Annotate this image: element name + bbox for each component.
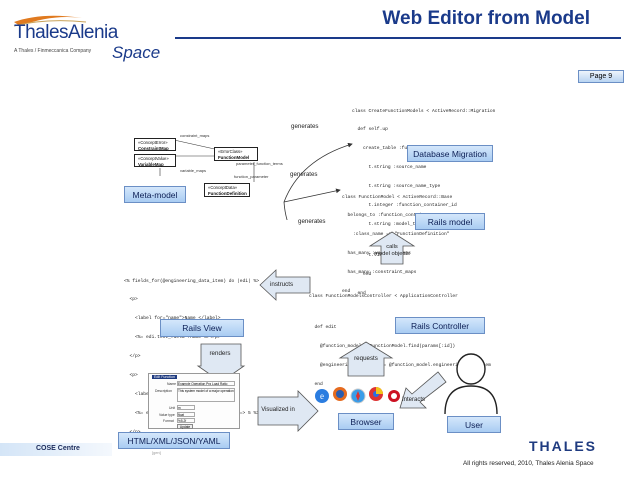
uml-variable-map: «ConceptValue»VariableMap <box>134 154 176 167</box>
form-format-label: Format <box>163 419 174 423</box>
form-name-label: Name <box>167 382 177 386</box>
page-badge: Page 9 <box>578 70 624 83</box>
browser-box: Browser <box>338 413 394 430</box>
requests-label: requests <box>354 355 378 362</box>
visualized-label: Visualized in <box>261 407 295 413</box>
requests-arrow-icon <box>338 341 394 377</box>
page-number: Page 9 <box>589 73 613 80</box>
html-formats-box: HTML/XML/JSON/YAML <box>118 432 230 449</box>
database-migration-box: Database Migration <box>407 145 493 162</box>
uml-function-model: «ErrorClass»FunctionModel <box>214 147 258 161</box>
uml-variable-maps-label: variable_maps <box>180 168 207 173</box>
thales-logo: THALES <box>529 438 597 454</box>
form-title: Edit Function <box>152 375 177 379</box>
generates-arrows-icon <box>283 142 353 220</box>
form-unit-label: Unit <box>169 406 176 410</box>
page-title: Web Editor from Model <box>382 8 590 29</box>
uml-diagram: «ConceptError»ConstraintMap «ConceptValu… <box>124 130 294 206</box>
form-format-field[interactable]: %5.2f <box>177 418 195 423</box>
interacts-label: Interacts <box>402 397 426 403</box>
form-type-field[interactable]: float <box>177 412 195 417</box>
thales-alenia-logo: ThalesAlenia A Thales / Finmeccanica Com… <box>12 14 162 74</box>
instructs-arrow-icon <box>259 269 311 301</box>
footer-band <box>0 443 112 456</box>
meta-model-box: Meta-model <box>124 186 186 203</box>
uml-parameter-terms-label: parameter_function_terms <box>236 161 283 166</box>
form-name-field[interactable]: Example Operation Prg Load Ratio <box>177 381 235 386</box>
title-divider <box>175 37 621 39</box>
calls-arrow-icon <box>368 231 416 265</box>
cose-centre: COSE Centre <box>36 445 80 452</box>
uml-function-parameter-label: function_parameter <box>234 174 269 179</box>
logo-tagline: A Thales / Finmeccanica Company <box>14 48 92 54</box>
rails-controller-box: Rails Controller <box>395 317 485 334</box>
browser-logos-icon: e <box>315 387 400 404</box>
form-update-button[interactable]: Update <box>177 424 193 429</box>
rails-model-box: Rails model <box>415 213 485 230</box>
form-unit-field[interactable]: m <box>177 405 195 410</box>
logo-line2: Space <box>112 43 161 62</box>
generates-label-3: generates <box>298 218 326 225</box>
generates-label-2: generates <box>290 171 318 178</box>
svg-text:e: e <box>320 391 324 401</box>
uml-function-definition: «ConceptData»FunctionDefinition <box>204 183 250 197</box>
form-desc-field[interactable]: This system model of a major operation <box>177 388 235 402</box>
visualized-arrow-icon <box>257 390 319 432</box>
instructs-label: instructs <box>270 281 294 288</box>
logo-swoosh-icon <box>13 15 87 27</box>
user-box: User <box>447 416 501 433</box>
renders-label: renders <box>209 350 231 357</box>
user-figure-icon <box>444 353 498 415</box>
uml-constraint-maps-label: constraint_maps <box>180 133 210 138</box>
logo-line1: ThalesAlenia <box>14 22 118 43</box>
uml-constraint-map: «ConceptError»ConstraintMap <box>134 138 176 151</box>
generates-label-1: generates <box>291 123 319 130</box>
form-desc-label: Description <box>155 389 172 393</box>
rendered-form: Edit Function Name Example Operation Prg… <box>148 373 240 429</box>
browser-icons: e <box>312 382 402 408</box>
interacts-arrow-icon <box>399 371 447 409</box>
rails-view-box: Rails View <box>160 319 244 337</box>
footer-ref: [gen] <box>152 450 161 455</box>
form-type-label: Value type <box>159 413 175 417</box>
copyright: All rights reserved, 2010, Thales Alenia… <box>463 460 594 467</box>
